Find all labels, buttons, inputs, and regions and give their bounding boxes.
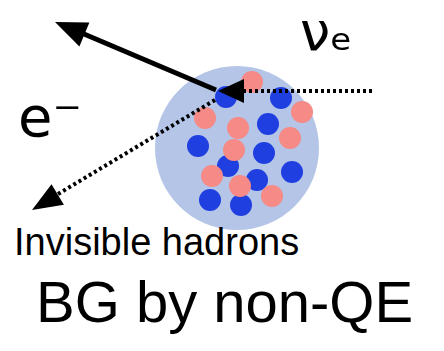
particle-symbol: e⁻ xyxy=(18,86,82,148)
neutrino-arrow xyxy=(218,79,372,103)
caption-text: BG by non-QE xyxy=(36,270,413,334)
particle-symbol: νₑ xyxy=(300,2,353,61)
nucleus xyxy=(155,66,319,230)
annotation-text: Invisible hadrons xyxy=(14,222,299,264)
electron-arrow xyxy=(55,22,216,90)
